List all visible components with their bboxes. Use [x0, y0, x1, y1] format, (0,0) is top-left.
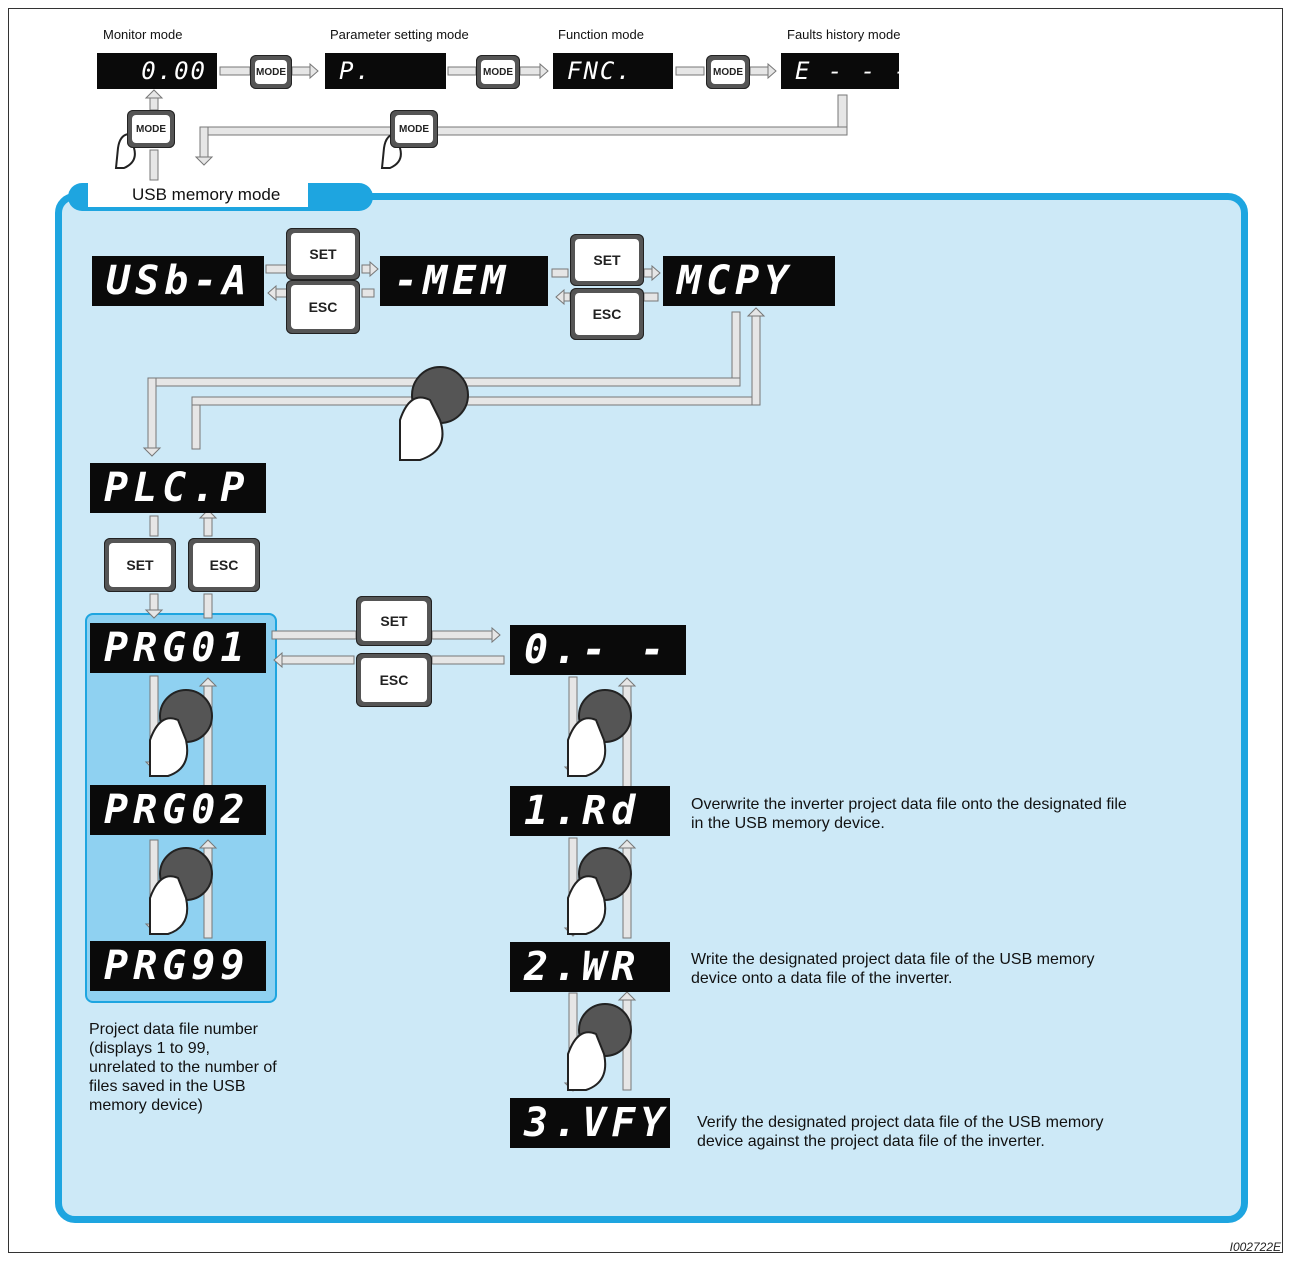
mode-key-label: MODE	[132, 115, 170, 143]
usb-mode-title: USB memory mode	[88, 183, 308, 207]
opt1-display: 1.Rd	[510, 786, 670, 836]
esc-key-3[interactable]: ESC	[188, 538, 260, 592]
esc-key-label: ESC	[575, 293, 639, 335]
function-mode-label: Function mode	[558, 27, 644, 42]
figure-id: I002722E	[1229, 1240, 1281, 1254]
file-number-note: Project data file number (displays 1 to …	[89, 1021, 277, 1114]
prg99-display: PRG99	[90, 941, 266, 991]
faults-mode-label: Faults history mode	[787, 27, 901, 42]
set-key-label: SET	[291, 233, 355, 275]
opt3-display: 3.VFY	[510, 1098, 670, 1148]
mcpy-display: MCPY	[663, 256, 835, 306]
monitor-mode-label: Monitor mode	[103, 27, 183, 42]
set-key-2[interactable]: SET	[570, 234, 644, 286]
verify-description: Verify the designated project data file …	[697, 1114, 1104, 1150]
set-key-label: SET	[109, 543, 171, 587]
set-key-label: SET	[575, 239, 639, 281]
mode-key-label: MODE	[395, 115, 433, 143]
esc-key-4[interactable]: ESC	[356, 653, 432, 707]
mode-key-2[interactable]: MODE	[476, 55, 520, 89]
write-description: Write the designated project data file o…	[691, 951, 1095, 987]
mode-key-label: MODE	[711, 60, 745, 84]
esc-key-label: ESC	[193, 543, 255, 587]
usb-a-display: USb-A	[92, 256, 264, 306]
esc-key-2[interactable]: ESC	[570, 288, 644, 340]
mode-key-5[interactable]: MODE	[390, 110, 438, 148]
opt0-display: 0.- - -	[510, 625, 686, 675]
mem-display: -MEM	[380, 256, 548, 306]
prg02-display: PRG02	[90, 785, 266, 835]
mode-key-3[interactable]: MODE	[706, 55, 750, 89]
faults-display: E - - - -	[781, 53, 899, 89]
parameter-display: P. 0	[325, 53, 446, 89]
function-display: FNC.	[553, 53, 673, 89]
set-key-4[interactable]: SET	[356, 596, 432, 646]
monitor-display: 0.00	[97, 53, 217, 89]
esc-key-label: ESC	[291, 285, 355, 329]
mode-key-label: MODE	[255, 60, 287, 84]
set-key-3[interactable]: SET	[104, 538, 176, 592]
figure-frame	[8, 8, 1283, 1253]
mode-key-label: MODE	[481, 60, 515, 84]
opt2-display: 2.WR	[510, 942, 670, 992]
prg01-display: PRG01	[90, 623, 266, 673]
plcp-display: PLC.P	[90, 463, 266, 513]
mode-key-1[interactable]: MODE	[250, 55, 292, 89]
read-description: Overwrite the inverter project data file…	[691, 796, 1127, 832]
mode-key-4[interactable]: MODE	[127, 110, 175, 148]
esc-key-label: ESC	[361, 658, 427, 702]
esc-key-1[interactable]: ESC	[286, 280, 360, 334]
set-key-1[interactable]: SET	[286, 228, 360, 280]
parameter-mode-label: Parameter setting mode	[330, 27, 469, 42]
set-key-label: SET	[361, 601, 427, 641]
